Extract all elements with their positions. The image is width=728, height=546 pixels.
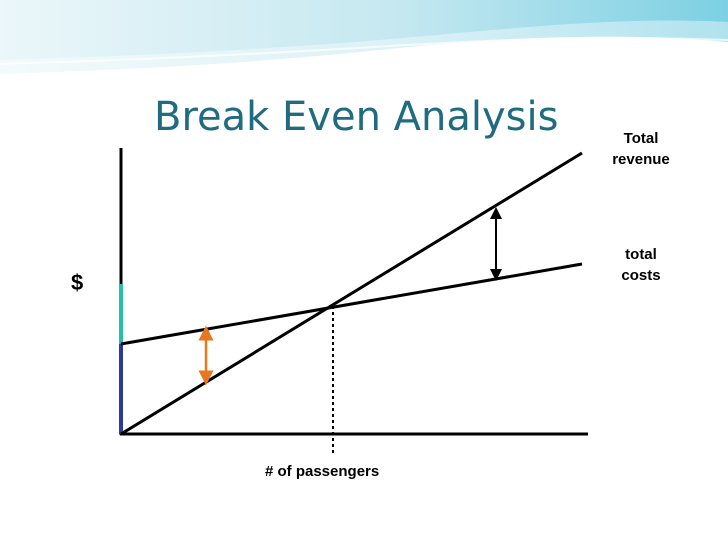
- total-costs-label-line-2: costs: [621, 267, 661, 284]
- x-axis-label: # of passengers: [265, 463, 380, 480]
- total-costs-line: [120, 262, 583, 346]
- total-revenue-label-line-1: Total: [623, 130, 659, 147]
- slide-header-banner: [0, 0, 728, 74]
- total-revenue-label: Total revenue: [601, 128, 681, 170]
- y-axis-label: $: [71, 270, 84, 295]
- total-revenue-label-line-2: revenue: [612, 151, 670, 168]
- slide-title: Break Even Analysis: [154, 94, 559, 140]
- banner-wave-front: [0, 0, 728, 60]
- banner-wave-highlight: [0, 37, 728, 65]
- total-costs-label-line-1: total: [625, 246, 657, 263]
- total-costs-label: total costs: [601, 244, 681, 286]
- total-revenue-line: [120, 151, 583, 436]
